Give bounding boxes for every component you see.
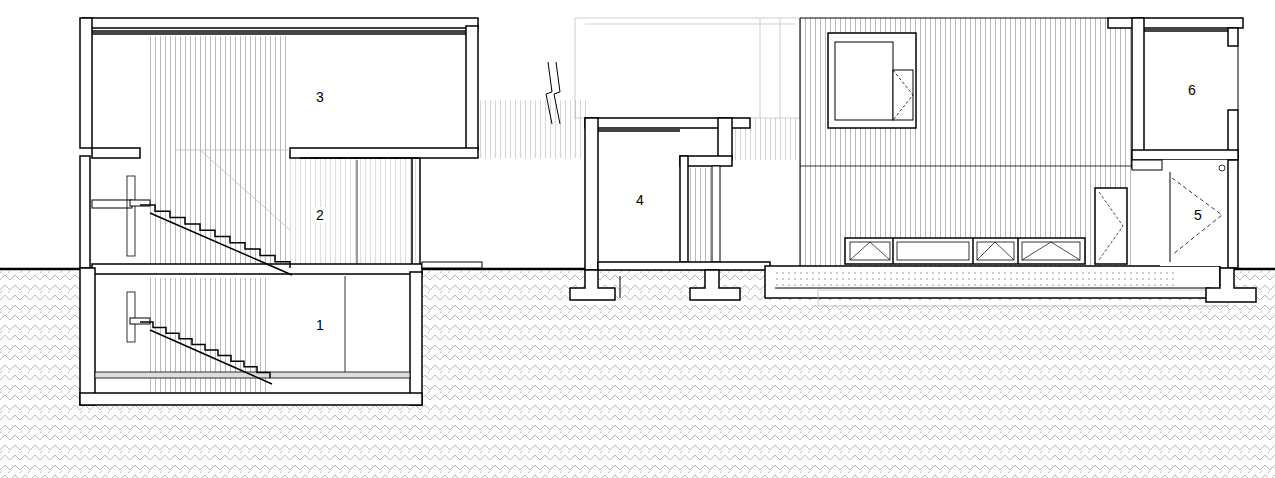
room-number: 1 [314,317,326,333]
room-number: 6 [1186,82,1198,98]
room-number: 5 [1192,207,1204,223]
room-number: 4 [634,192,646,208]
earth-hatch [0,270,1275,478]
room-number: 3 [314,89,326,105]
room-number: 2 [314,207,326,223]
left-house [80,18,482,405]
right-house [765,18,1256,306]
middle-house [570,118,770,300]
